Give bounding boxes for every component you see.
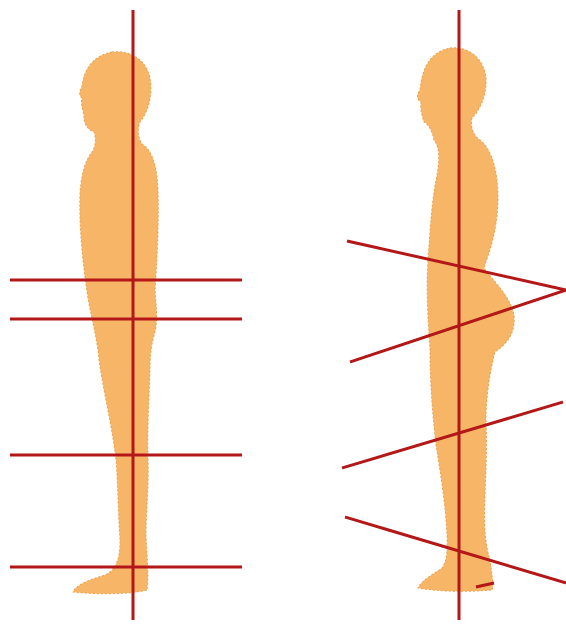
misaligned-body-silhouette — [418, 48, 515, 592]
misaligned-posture-figure — [342, 10, 566, 620]
aligned-body-silhouette — [73, 52, 158, 594]
aligned-posture-figure — [10, 10, 242, 620]
